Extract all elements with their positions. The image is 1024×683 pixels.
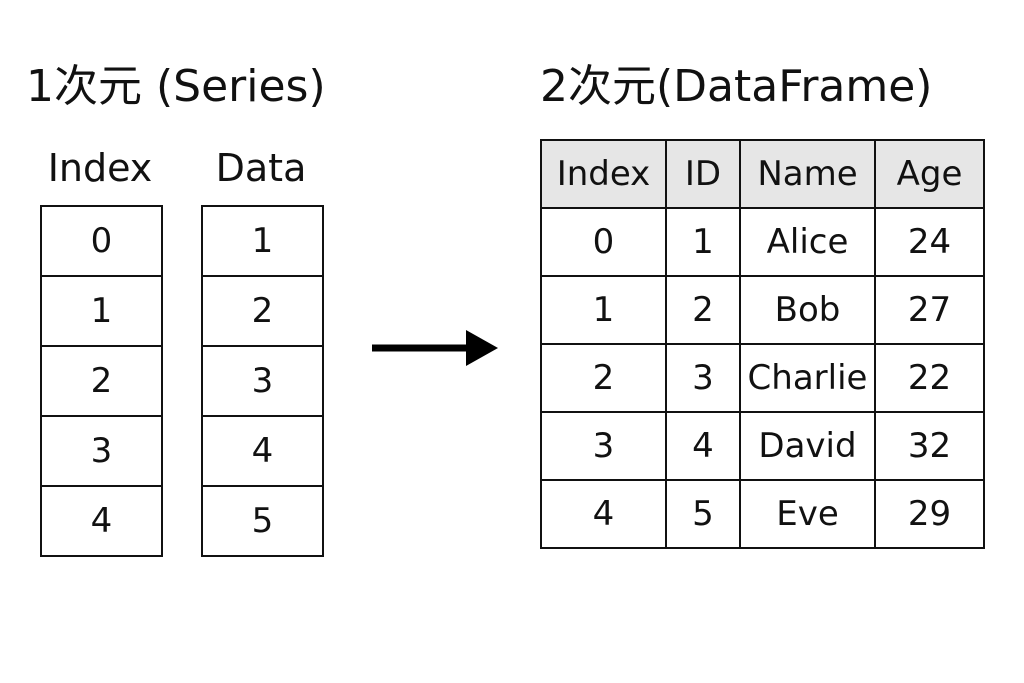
table-cell: Bob xyxy=(739,275,876,345)
series-index-cell: 4 xyxy=(42,485,161,555)
table-row: 2 3 Charlie 22 xyxy=(540,343,985,413)
table-cell: 0 xyxy=(540,207,667,277)
series-title: 1次元 (Series) xyxy=(26,61,326,112)
table-cell: 2 xyxy=(665,275,741,345)
table-cell: 32 xyxy=(874,411,985,481)
table-cell: 24 xyxy=(874,207,985,277)
series-index-header: Index xyxy=(47,146,153,190)
table-cell: 27 xyxy=(874,275,985,345)
dataframe-title: 2次元(DataFrame) xyxy=(540,61,933,112)
table-row: 3 4 David 32 xyxy=(540,411,985,481)
table-cell: David xyxy=(739,411,876,481)
dataframe-table: Index ID Name Age 0 1 Alice 24 1 2 Bob 2… xyxy=(540,139,985,549)
series-data-cell: 3 xyxy=(203,345,322,415)
series-data-column: 1 2 3 4 5 xyxy=(201,205,324,557)
series-data-cell: 5 xyxy=(203,485,322,555)
series-data-header: Data xyxy=(215,146,307,190)
table-row: 4 5 Eve 29 xyxy=(540,479,985,549)
table-cell: 3 xyxy=(540,411,667,481)
table-cell: 1 xyxy=(540,275,667,345)
table-cell: Eve xyxy=(739,479,876,549)
dataframe-header-index: Index xyxy=(540,139,667,209)
table-cell: 1 xyxy=(665,207,741,277)
table-cell: Charlie xyxy=(739,343,876,413)
table-cell: 2 xyxy=(540,343,667,413)
table-cell: 5 xyxy=(665,479,741,549)
table-cell: Alice xyxy=(739,207,876,277)
table-row: 0 1 Alice 24 xyxy=(540,207,985,277)
table-cell: 22 xyxy=(874,343,985,413)
table-cell: 3 xyxy=(665,343,741,413)
series-index-column: 0 1 2 3 4 xyxy=(40,205,163,557)
series-data-cell: 1 xyxy=(251,221,274,261)
dataframe-header-row: Index ID Name Age xyxy=(540,139,985,209)
table-cell: 4 xyxy=(540,479,667,549)
right-arrow-icon xyxy=(372,330,498,366)
dataframe-header-name: Name xyxy=(739,139,876,209)
series-index-cell: 2 xyxy=(42,345,161,415)
series-data-cell: 2 xyxy=(203,275,322,345)
series-index-cell: 0 xyxy=(90,221,113,261)
table-cell: 4 xyxy=(665,411,741,481)
series-data-cell: 4 xyxy=(203,415,322,485)
table-row: 1 2 Bob 27 xyxy=(540,275,985,345)
table-cell: 29 xyxy=(874,479,985,549)
series-index-cell: 1 xyxy=(42,275,161,345)
dataframe-header-age: Age xyxy=(874,139,985,209)
dataframe-header-id: ID xyxy=(665,139,741,209)
series-index-cell: 3 xyxy=(42,415,161,485)
